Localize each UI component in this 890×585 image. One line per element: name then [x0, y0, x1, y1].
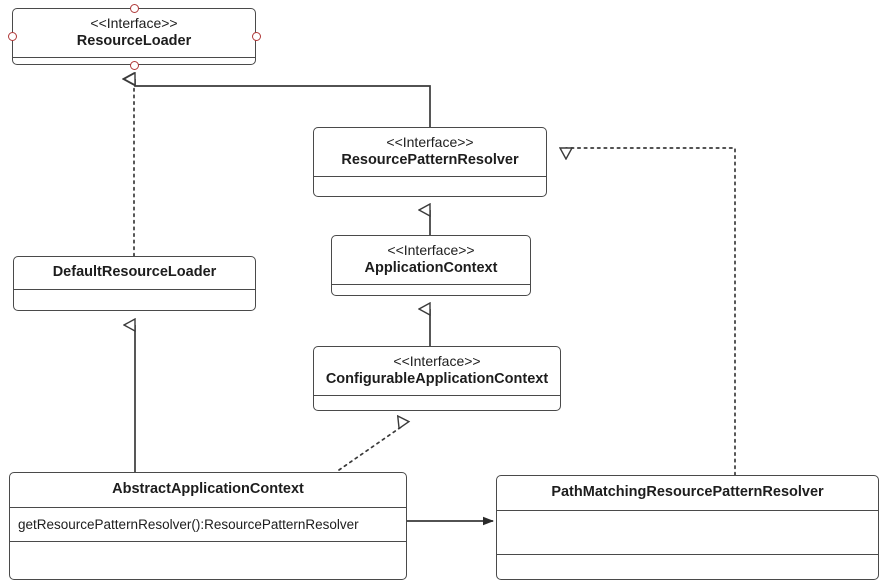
operation-label: getResourcePatternResolver():ResourcePat…	[18, 516, 359, 532]
edge-resource-pattern-resolver-extends-resource-loader	[135, 79, 431, 127]
class-box-default-resource-loader[interactable]: DefaultResourceLoader	[13, 256, 256, 311]
class-name-label: ResourcePatternResolver	[341, 152, 519, 168]
connection-port-bottom[interactable]	[130, 61, 139, 70]
class-box-path-matching-resource-pattern-resolver[interactable]: PathMatchingResourcePatternResolver	[496, 475, 879, 580]
connection-port-left[interactable]	[8, 32, 17, 41]
connection-port-top[interactable]	[130, 4, 139, 13]
attributes-compartment	[497, 511, 878, 555]
class-header-application-context: <<Interface>> ApplicationContext	[332, 236, 530, 285]
class-name-label: ApplicationContext	[364, 260, 498, 276]
edge-path-matching-realizes-resource-pattern-resolver	[566, 147, 736, 476]
class-name-label: DefaultResourceLoader	[52, 264, 217, 280]
stereotype-label: <<Interface>>	[90, 15, 178, 31]
attributes-compartment	[332, 285, 530, 295]
connection-port-right[interactable]	[252, 32, 261, 41]
class-box-configurable-application-context[interactable]: <<Interface>> ConfigurableApplicationCon…	[313, 346, 561, 411]
edge-abstract-application-context-realizes-configurable-application-context	[338, 425, 404, 471]
operations-compartment	[497, 555, 878, 579]
class-box-resource-loader[interactable]: <<Interface>> ResourceLoader	[12, 8, 256, 65]
stereotype-label: <<Interface>>	[393, 353, 481, 369]
class-header-default-resource-loader: DefaultResourceLoader	[14, 257, 255, 290]
class-name-label: ResourceLoader	[76, 33, 192, 49]
attributes-compartment	[14, 290, 255, 310]
class-box-abstract-application-context[interactable]: AbstractApplicationContext getResourcePa…	[9, 472, 407, 580]
class-header-path-matching-resource-pattern-resolver: PathMatchingResourcePatternResolver	[497, 476, 878, 511]
class-header-resource-loader: <<Interface>> ResourceLoader	[13, 9, 255, 58]
class-header-abstract-application-context: AbstractApplicationContext	[10, 473, 406, 508]
class-box-resource-pattern-resolver[interactable]: <<Interface>> ResourcePatternResolver	[313, 127, 547, 197]
operations-compartment: getResourcePatternResolver():ResourcePat…	[10, 508, 406, 542]
extra-compartment	[10, 542, 406, 579]
stereotype-label: <<Interface>>	[387, 242, 475, 258]
class-box-application-context[interactable]: <<Interface>> ApplicationContext	[331, 235, 531, 296]
class-name-label: ConfigurableApplicationContext	[325, 371, 549, 387]
class-name-label: AbstractApplicationContext	[112, 481, 304, 497]
class-header-configurable-application-context: <<Interface>> ConfigurableApplicationCon…	[314, 347, 560, 396]
class-header-resource-pattern-resolver: <<Interface>> ResourcePatternResolver	[314, 128, 546, 177]
stereotype-label: <<Interface>>	[386, 134, 474, 150]
attributes-compartment	[314, 177, 546, 196]
attributes-compartment	[314, 396, 560, 410]
class-name-label: PathMatchingResourcePatternResolver	[551, 484, 824, 500]
